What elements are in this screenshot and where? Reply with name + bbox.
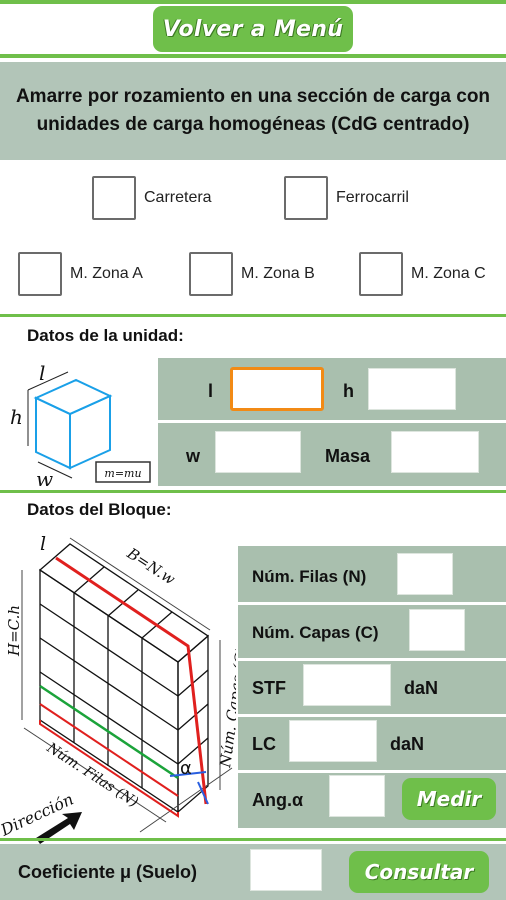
section-divider <box>0 490 506 493</box>
friction-coefficient-label: Coeficiente μ (Suelo) <box>18 862 198 882</box>
diagram-mass-label: m=mu <box>104 467 141 480</box>
checkbox-zone-c-label: M. Zona C <box>411 265 486 282</box>
checkbox-rail-label: Ferrocarril <box>336 189 409 206</box>
section-divider <box>0 314 506 317</box>
section-divider <box>0 838 506 841</box>
checkbox-zone-a[interactable]: M. Zona A <box>18 252 143 296</box>
checkbox-rail[interactable]: Ferrocarril <box>284 176 409 220</box>
panel-divider <box>158 420 506 423</box>
header-divider <box>0 54 506 58</box>
unit-l-input[interactable] <box>230 367 324 411</box>
checkbox-zone-a-label: M. Zona A <box>70 265 143 282</box>
block-layers-label: Núm. Capas (C) <box>252 623 379 642</box>
checkbox-box[interactable] <box>92 176 136 220</box>
panel-divider <box>238 658 506 661</box>
checkbox-road[interactable]: Carretera <box>92 176 212 220</box>
panel-divider <box>238 714 506 717</box>
top-accent-bar <box>0 0 506 4</box>
block-layers-input[interactable] <box>409 609 465 651</box>
panel-divider <box>238 602 506 605</box>
back-to-menu-button[interactable]: Volver a Menú <box>153 6 353 52</box>
consult-button[interactable]: Consultar <box>349 851 489 893</box>
direction-arrow-icon <box>36 812 82 844</box>
checkbox-zone-b-label: M. Zona B <box>241 265 315 282</box>
lc-unit-label: daN <box>390 734 425 754</box>
block-diagram-l-label: l <box>40 533 46 555</box>
page-title: Amarre por rozamiento en una sección de … <box>0 62 506 160</box>
unit-mass-label: Masa <box>325 446 371 466</box>
lc-label: LC <box>252 734 276 754</box>
checkbox-box[interactable] <box>284 176 328 220</box>
block-rows-input[interactable] <box>397 553 453 595</box>
stf-label: STF <box>252 678 286 698</box>
angle-label: Ang.α <box>252 790 304 810</box>
angle-input[interactable] <box>329 775 385 817</box>
diagram-w-label: w <box>36 467 53 488</box>
block-diagram-alpha-label: α <box>180 758 192 779</box>
block-diagram-h-label: H=C.h <box>5 605 23 657</box>
checkbox-road-label: Carretera <box>144 189 212 206</box>
unit-mass-input[interactable] <box>391 431 479 473</box>
stf-input[interactable] <box>303 664 391 706</box>
checkbox-zone-b[interactable]: M. Zona B <box>189 252 315 296</box>
unit-h-input[interactable] <box>368 368 456 410</box>
unit-l-label: l <box>208 381 214 401</box>
block-diagram: l B=N.w H=C.h Núm. Capas (C) Núm. Filas … <box>0 533 236 844</box>
unit-data-heading: Datos de la unidad: <box>27 326 184 345</box>
checkbox-box[interactable] <box>359 252 403 296</box>
unit-w-input[interactable] <box>215 431 301 473</box>
unit-cube-diagram: l h w m=mu <box>10 361 151 488</box>
block-rows-label: Núm. Filas (N) <box>252 567 367 586</box>
stf-unit-label: daN <box>404 678 439 698</box>
diagram-l-label: l <box>39 361 45 385</box>
panel-divider <box>238 770 506 773</box>
checkbox-box[interactable] <box>18 252 62 296</box>
diagram-h-label: h <box>10 405 23 429</box>
checkbox-zone-c[interactable]: M. Zona C <box>359 252 486 296</box>
block-diagram-layers-label: Núm. Capas (C) <box>216 646 236 770</box>
lc-input[interactable] <box>289 720 377 762</box>
block-diagram-b-label: B=N.w <box>123 544 179 589</box>
measure-button[interactable]: Medir <box>402 778 496 820</box>
friction-coefficient-input[interactable] <box>250 849 322 891</box>
unit-h-label: h <box>343 381 354 401</box>
block-data-heading: Datos del Bloque: <box>27 500 172 519</box>
unit-w-label: w <box>186 446 201 466</box>
checkbox-box[interactable] <box>189 252 233 296</box>
